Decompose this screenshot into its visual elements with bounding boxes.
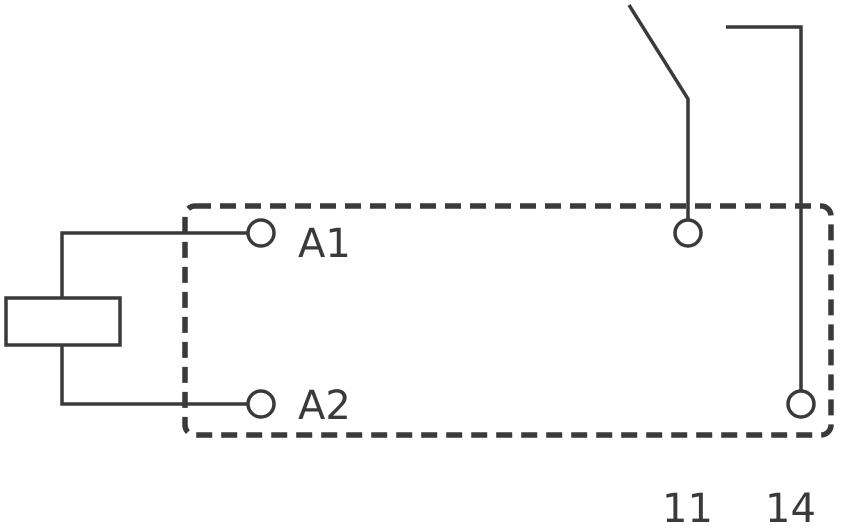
terminal-14 [786, 389, 816, 419]
coil-symbol [4, 296, 122, 347]
terminal-a2 [246, 389, 276, 419]
contact-11-switch-arm [627, 4, 690, 219]
contact-14-wire [726, 25, 803, 390]
terminal-a1 [246, 218, 276, 248]
coil-wire-a1 [60, 231, 247, 298]
relay-housing-outline [182, 203, 834, 438]
terminal-11 [673, 218, 703, 248]
contact-11-label: 11 [662, 486, 713, 528]
coil-wire-a2 [60, 345, 247, 406]
terminal-a2-label: A2 [298, 383, 351, 429]
terminal-a1-label: A1 [298, 221, 351, 267]
contact-14-label: 14 [765, 486, 816, 528]
